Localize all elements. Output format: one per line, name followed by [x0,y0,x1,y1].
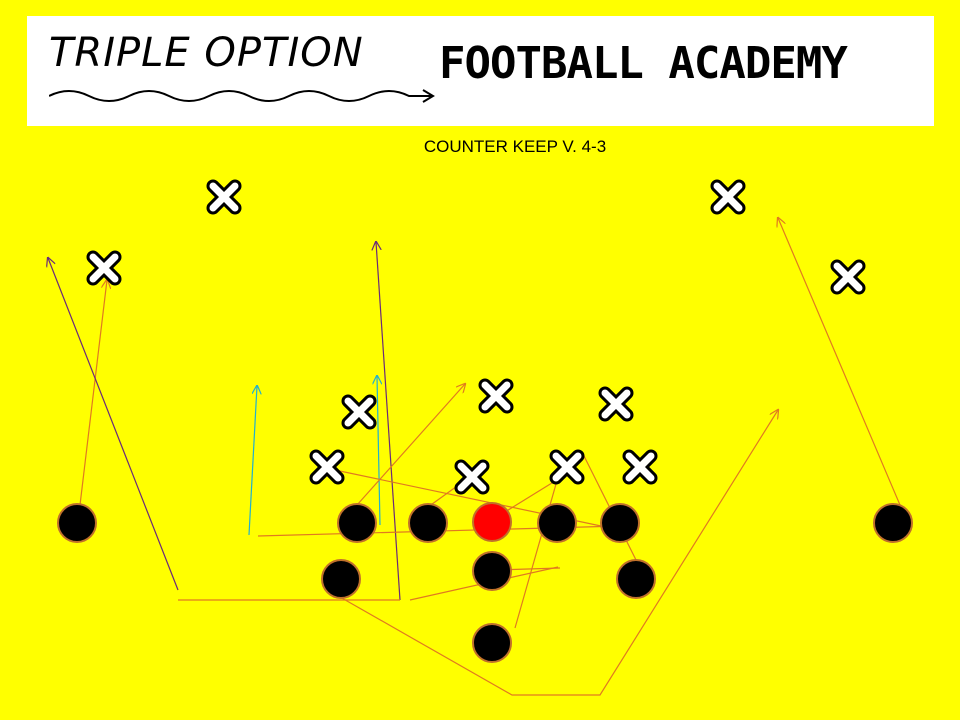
brand-underline-arrow-icon [49,89,435,103]
defender-x-icon [629,456,651,478]
route-cyan-2 [377,376,380,526]
defender-x-icon [605,393,627,415]
defender-x-icon [316,456,338,478]
route-left-wr [79,280,107,506]
brand-left-text: TRIPLE OPTION [49,30,364,76]
route-keep [339,410,778,696]
defender-x-icon [717,186,739,208]
offense [57,502,913,663]
route-purple-tall [376,242,401,601]
offense-player-icon [873,503,913,543]
route-cyan-1 [248,386,257,536]
offense-player-icon [616,559,656,599]
offense-player-icon [321,559,361,599]
play-title: COUNTER KEEP V. 4-3 [423,137,607,156]
offense-player-icon [337,503,377,543]
defense [93,186,859,488]
offense-player-icon [537,503,577,543]
defender-x-icon [461,466,483,488]
defender-x-icon [485,385,507,407]
route-lt-block [356,384,465,506]
route-fb [514,470,560,629]
brand-right-text: FOOTBALL ACADEMY [439,38,848,89]
route-right-wr [778,218,901,506]
offense-player-icon [472,623,512,663]
defender-x-icon [348,401,370,423]
defender-x-icon [556,456,578,478]
defender-x-icon [93,257,115,279]
center-player-icon [472,502,512,542]
defender-x-icon [837,266,859,288]
offense-player-icon [57,503,97,543]
offense-player-icon [472,551,512,591]
route-left-slot [48,258,179,591]
routes [48,218,901,696]
logo-banner: TRIPLE OPTION FOOTBALL ACADEMY [27,16,934,126]
offense-player-icon [600,503,640,543]
route-rt-down [581,451,637,561]
offense-player-icon [408,503,448,543]
defender-x-icon [213,186,235,208]
